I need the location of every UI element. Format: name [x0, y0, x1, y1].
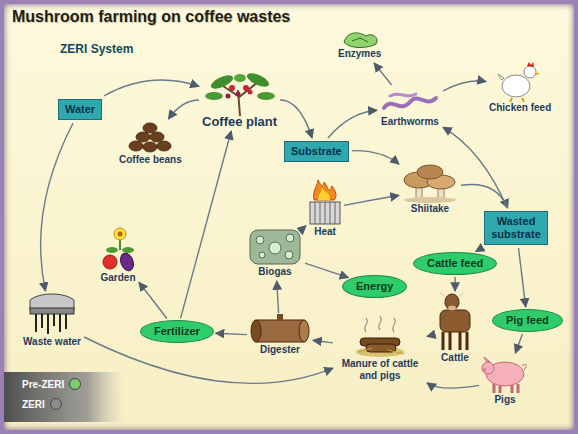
- flow-arrow: [515, 334, 522, 353]
- cattle-picture: [440, 293, 470, 350]
- picture-node: Digester: [250, 316, 310, 356]
- legend-swatch: [69, 378, 81, 390]
- coffee-beans-picture: [129, 123, 171, 152]
- picture-node: Waste water: [23, 294, 81, 348]
- node-text: Enzymes: [338, 48, 381, 60]
- process-box: Water: [58, 99, 102, 120]
- picture-node: Heat: [309, 180, 341, 238]
- node-text: Earthworms: [380, 116, 440, 128]
- node-text: Waste water: [23, 336, 81, 348]
- picture-node: Enzymes: [338, 30, 381, 60]
- picture-node: Biogas: [248, 228, 302, 278]
- flow-arrow: [461, 184, 508, 208]
- picture-node: Pigs: [482, 356, 528, 406]
- flow-arrow: [41, 123, 73, 291]
- picture-node: Chicken feed: [489, 62, 551, 114]
- node-text: Heat: [309, 226, 341, 238]
- flow-arrow: [374, 63, 392, 85]
- garden-picture: [103, 228, 136, 273]
- flow-arrow: [139, 282, 167, 318]
- flow-arrow: [427, 383, 479, 388]
- product-ellipse: Pig feed: [492, 309, 563, 332]
- node-text: Water: [65, 103, 95, 116]
- node-text: Pig feed: [506, 314, 549, 327]
- flow-arrow: [476, 248, 482, 252]
- picture-node: Garden: [100, 226, 136, 284]
- picture-node: Manure of cattle and pigs: [336, 316, 424, 382]
- flow-arrow: [277, 281, 279, 313]
- flow-arrow: [344, 195, 399, 205]
- earthworms-picture: [384, 94, 436, 108]
- flow-arrow: [328, 110, 377, 138]
- node-text: Garden: [100, 272, 136, 284]
- diagram-title: Mushroom farming on coffee wastes: [12, 8, 290, 26]
- coffee-plant-picture: [205, 70, 275, 116]
- flow-arrow: [104, 80, 199, 96]
- legend-row: ZERI: [22, 398, 62, 410]
- flow-arrow: [305, 225, 306, 227]
- product-ellipse: Fertilizer: [140, 320, 214, 343]
- legend-swatch: [50, 398, 62, 410]
- picture-node: Cattle: [436, 294, 474, 364]
- flow-arrow: [168, 100, 199, 119]
- flow-arrow: [305, 263, 348, 278]
- enzymes-picture: [344, 33, 377, 48]
- picture-node: Earthworms: [380, 88, 440, 128]
- legend-text: ZERI: [22, 399, 45, 410]
- node-text: Manure of cattle and pigs: [336, 358, 424, 382]
- legend-row: Pre-ZERI: [22, 378, 81, 390]
- subtitle-label: ZERI System: [60, 42, 133, 56]
- flow-arrow: [84, 337, 333, 383]
- biogas-picture: [250, 230, 300, 264]
- pig-picture: [482, 357, 527, 393]
- flow-arrow: [427, 335, 433, 337]
- process-box: Substrate: [284, 141, 349, 162]
- node-text: Coffee beans: [119, 154, 182, 166]
- node-text: Cattle feed: [427, 257, 483, 270]
- node-text: Coffee plant: [202, 116, 277, 128]
- node-text: Chicken feed: [489, 102, 551, 114]
- manure-picture: [356, 316, 404, 357]
- shiitake-picture: [404, 165, 456, 203]
- node-text: Cattle: [436, 352, 474, 364]
- flow-arrow: [454, 277, 455, 291]
- flow-arrow: [216, 333, 247, 334]
- picture-node: Coffee plant: [202, 72, 277, 128]
- legend-text: Pre-ZERI: [22, 379, 64, 390]
- process-box: Wasted substrate: [484, 211, 548, 245]
- node-text: Digester: [250, 344, 310, 356]
- picture-node: Coffee beans: [119, 122, 182, 166]
- flow-arrow: [181, 131, 232, 318]
- product-ellipse: Energy: [342, 275, 407, 298]
- flow-arrow: [313, 340, 333, 343]
- legend-panel: [4, 372, 124, 422]
- picture-node: Shiitake: [402, 165, 458, 215]
- flow-arrow: [280, 100, 312, 138]
- node-text: Wasted substrate: [491, 215, 541, 241]
- flow-arrow: [352, 151, 399, 165]
- node-text: Shiitake: [402, 203, 458, 215]
- heat-picture: [310, 180, 340, 224]
- flow-arrow: [443, 127, 507, 208]
- node-text: Pigs: [482, 394, 528, 406]
- digester-picture: [251, 314, 309, 342]
- flow-arrow: [443, 81, 486, 91]
- node-text: Energy: [356, 280, 393, 293]
- waste-water-picture: [30, 294, 74, 334]
- chicken-picture: [498, 62, 540, 102]
- node-text: Biogas: [248, 266, 302, 278]
- flow-arrow: [519, 248, 526, 307]
- node-text: Substrate: [291, 145, 342, 158]
- node-text: Fertilizer: [154, 325, 200, 338]
- product-ellipse: Cattle feed: [413, 252, 497, 275]
